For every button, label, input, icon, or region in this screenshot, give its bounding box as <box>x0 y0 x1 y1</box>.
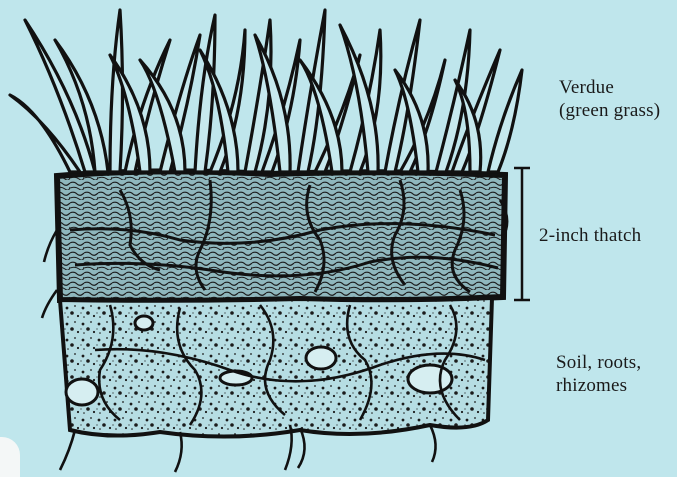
thatch-label: 2-inch thatch <box>539 224 641 247</box>
thatch-bracket <box>514 168 530 300</box>
grass-blades <box>10 10 522 172</box>
verdue-label: Verdue (green grass) <box>559 76 660 122</box>
verdue-label-line1: Verdue <box>559 76 660 99</box>
thatch-layer <box>57 171 505 300</box>
verdue-label-line2: (green grass) <box>559 99 660 122</box>
soil-label: Soil, roots, rhizomes <box>556 351 641 397</box>
soil-label-line2: rhizomes <box>556 374 641 397</box>
soil-label-line1: Soil, roots, <box>556 351 641 374</box>
